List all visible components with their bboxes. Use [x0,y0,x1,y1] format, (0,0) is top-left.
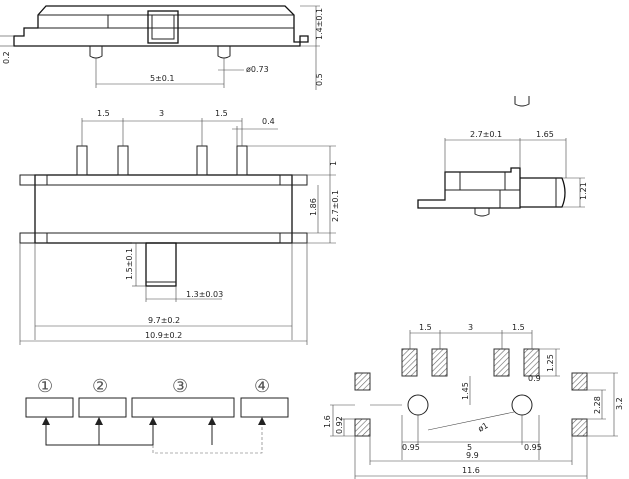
front-dim-act-width: 1.3±0.03 [186,290,223,299]
top-dim-pitch: 5±0.1 [150,74,175,83]
side-dim-depth: 2.7±0.1 [470,130,502,139]
pcb-dim-pitch-1: 1.5 [419,323,432,332]
front-dim-pitch-1: 1.5 [97,109,110,118]
pcb-dim-width-1: 9.9 [466,451,479,460]
front-dim-pin-width: 0.4 [262,117,275,126]
pcb-dim-r1: 2.28 [593,396,602,414]
top-view: 5±0.1 ø0.73 1.4±0.1 0.5 0.2 [0,5,324,90]
top-dim-pin-len: 0.5 [315,73,324,86]
top-dim-base: 0.2 [2,51,11,64]
pcb-mount-pad-tl [354,372,371,391]
pcb-mount-pad-tr [571,372,588,391]
pcb-mount-pad-bl [354,418,371,437]
terminal-label-2: ② [92,376,108,397]
front-pin-1 [76,145,88,176]
side-actuator [520,177,566,208]
pcb-dim-v1: 1.45 [461,382,470,400]
pcb-dim-width-2: 11.6 [462,466,480,475]
side-dim-act-len: 1.65 [536,130,554,139]
side-small-pin [514,96,530,107]
pcb-dim-r2: 3.2 [615,397,624,410]
front-pin-4 [236,145,248,176]
schematic: ① ② ③ ④ [25,376,289,454]
pcb-dim-edge-2: 0.95 [524,443,542,452]
pcb-layout: ø1 1.5 3 1.5 1.25 0.9 1.45 0.95 5 0.95 9… [323,323,624,479]
front-dim-h3: 2.7±0.1 [331,190,340,222]
slider-knob [147,10,179,44]
terminal-block-4 [240,397,289,418]
pcb-dim-pitch-3: 1.5 [512,323,525,332]
pcb-hole-right [511,394,533,416]
pcb-pad-1 [401,348,418,377]
pcb-pad-2 [431,348,448,377]
top-dim-pin-dia: ø0.73 [246,65,269,74]
front-dim-width-1: 9.7±0.2 [148,316,180,325]
pcb-pad-3 [493,348,510,377]
pcb-hole-left [407,394,429,416]
front-dim-pitch-3: 1.5 [215,109,228,118]
terminal-label-3: ③ [172,376,188,397]
terminal-label-4: ④ [254,376,270,397]
top-view-outline [13,5,309,47]
pcb-dim-pitch-2: 3 [468,323,473,332]
front-dim-pitch-2: 3 [159,109,164,118]
pcb-dim-l2: 0.92 [335,416,344,434]
top-dim-height: 1.4±0.1 [315,8,324,40]
pcb-dim-hole: ø1 [477,421,490,434]
pcb-dim-edge-1: 0.95 [402,443,420,452]
terminal-block-2 [78,397,127,418]
pcb-pad-4 [523,348,540,377]
pcb-mount-pad-br [571,418,588,437]
front-dim-h1: 1 [329,161,338,166]
side-dim-act-h: 1.21 [579,182,588,200]
pcb-dim-span: 5 [467,443,472,452]
side-view: 2.7±0.1 1.65 1.21 [417,96,588,217]
front-dim-width-2: 10.9±0.2 [145,331,182,340]
pcb-dim-l1: 1.6 [323,415,332,428]
front-pin-3 [196,145,208,176]
pcb-dim-pad-h: 1.25 [546,354,555,372]
front-actuator [145,242,177,287]
terminal-block-3 [131,397,235,418]
terminal-block-1 [25,397,74,418]
front-dim-h2: 1.86 [309,198,318,216]
front-dim-act-len: 1.5±0.1 [125,248,134,280]
front-pin-2 [117,145,129,176]
front-view: 1.5 3 1.5 0.4 1 1.86 2.7±0.1 1.5±0.1 1.3… [19,109,340,345]
pcb-dim-pad-w: 0.9 [528,374,541,383]
terminal-label-1: ① [37,376,53,397]
